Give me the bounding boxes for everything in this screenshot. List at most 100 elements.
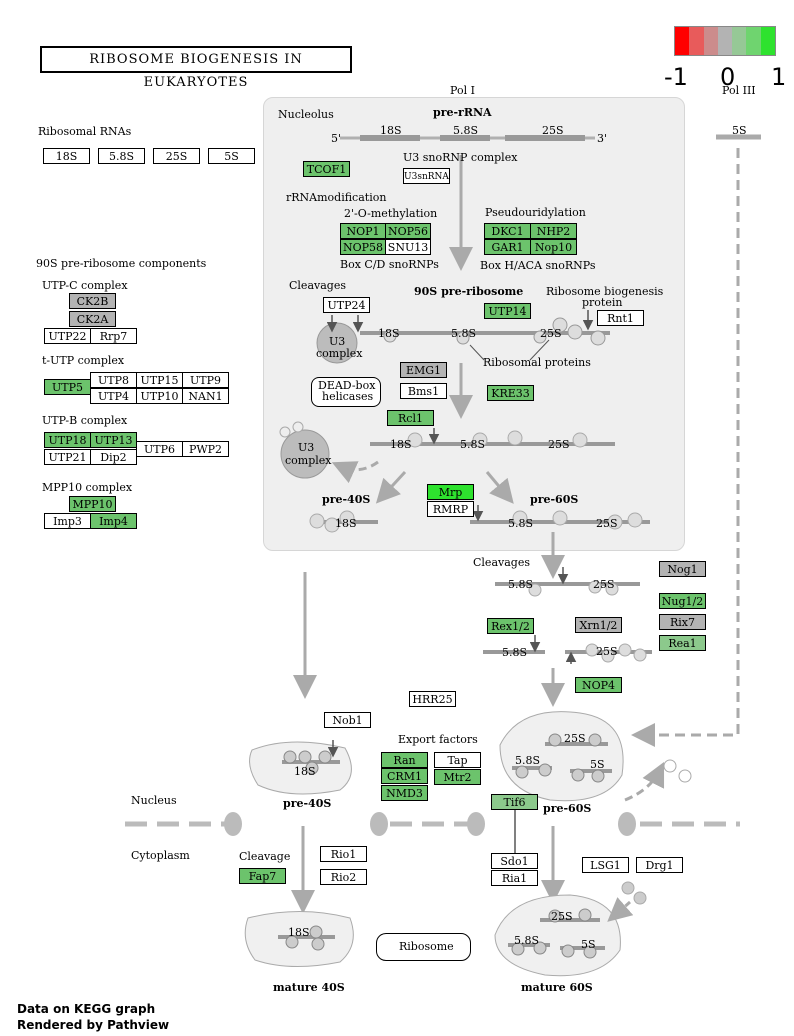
pre-rrna-3-end: 3' [597, 132, 608, 145]
xrn-strand-25s: 25S [596, 645, 618, 658]
gene-lsg1[interactable]: LSG1 [582, 857, 629, 873]
gene-utp15[interactable]: UTP15 [136, 372, 183, 388]
gene-nmd3[interactable]: NMD3 [381, 785, 428, 801]
gene-rrp7[interactable]: Rrp7 [90, 328, 137, 344]
utp-b-label: UTP-B complex [42, 414, 128, 427]
export-pre60s-label: pre-60S [543, 802, 592, 815]
gene-mpp10[interactable]: MPP10 [69, 496, 116, 512]
gene-nan1[interactable]: NAN1 [182, 388, 229, 404]
gene-nop10[interactable]: Nop10 [530, 239, 577, 255]
gene-ck2a[interactable]: CK2A [69, 311, 116, 327]
ribosome-node[interactable] [376, 933, 471, 961]
strand2-25s: 25S [548, 438, 570, 451]
mpp10-label: MPP10 complex [42, 481, 133, 494]
gene-emg1[interactable]: EMG1 [400, 362, 447, 378]
gene-utp6[interactable]: UTP6 [136, 441, 183, 457]
gene-bms1[interactable]: Bms1 [400, 383, 447, 399]
gene-rix7[interactable]: Rix7 [659, 614, 706, 630]
gene-ran[interactable]: Ran [381, 752, 428, 768]
gene-hrr25[interactable]: HRR25 [409, 691, 456, 707]
pre60s-blob-25s: 25S [564, 732, 586, 745]
gene-tcof1[interactable]: TCOF1 [303, 161, 350, 177]
gene-nop58[interactable]: NOP58 [340, 239, 386, 255]
gene-kre33[interactable]: KRE33 [487, 385, 534, 401]
gene-utp14[interactable]: UTP14 [484, 303, 531, 319]
gene-tap[interactable]: Tap [434, 752, 481, 768]
pre40s-blob-18s: 18S [294, 765, 316, 778]
rex-strand-5-8s: 5.8S [502, 646, 528, 659]
gene-xrn1-2[interactable]: Xrn1/2 [575, 617, 622, 633]
gene-rnt1[interactable]: Rnt1 [597, 310, 644, 326]
gene-utp22[interactable]: UTP22 [44, 328, 91, 344]
u3-complex-label: U3 [329, 335, 346, 348]
nucleolus-pre60s-label: pre-60S [530, 493, 579, 506]
gene-nop1[interactable]: NOP1 [340, 223, 386, 239]
u3-complex-2-label: U3 [298, 441, 315, 454]
pre-rrna-5-end: 5' [331, 132, 342, 145]
gene-rmrp[interactable]: RMRP [427, 501, 474, 517]
gene-dip2[interactable]: Dip2 [90, 449, 137, 465]
gene-nob1[interactable]: Nob1 [324, 712, 371, 728]
gene-rcl1[interactable]: Rcl1 [387, 410, 434, 426]
legend-swatch [703, 27, 718, 55]
gene-utp24[interactable]: UTP24 [323, 297, 370, 313]
rrna-modification-label: rRNAmodification [286, 191, 387, 204]
u3-complex-label-2: complex [316, 347, 363, 360]
gene-utp5[interactable]: UTP5 [44, 379, 91, 395]
gene-utp21[interactable]: UTP21 [44, 449, 91, 465]
gene-nop56[interactable]: NOP56 [385, 223, 431, 239]
pre40s-strand-18s: 18S [335, 517, 357, 530]
legend-mid: 0 [720, 63, 736, 91]
strand-5-8s: 5.8S [451, 327, 477, 340]
gene-nug1-2[interactable]: Nug1/2 [659, 593, 706, 609]
pre-rrna-label: pre-rRNA [433, 106, 492, 119]
methylation-label: 2'-O-methylation [344, 207, 438, 220]
gene-sdo1[interactable]: Sdo1 [491, 853, 538, 869]
gene-drg1[interactable]: Drg1 [636, 857, 683, 873]
legend-min: -1 [664, 63, 688, 91]
gene-mtr2[interactable]: Mtr2 [434, 769, 481, 785]
gene-dkc1[interactable]: DKC1 [484, 223, 531, 239]
cleavage-label: Cleavage [239, 850, 291, 863]
gene-u3snrna[interactable]: U3snRNA [403, 168, 450, 184]
gene-utp13[interactable]: UTP13 [90, 432, 137, 448]
gene-nop4[interactable]: NOP4 [575, 677, 622, 693]
gene-fap7[interactable]: Fap7 [239, 868, 286, 884]
gene-mrp[interactable]: Mrp [427, 484, 474, 500]
legend-swatch [675, 27, 690, 55]
pre-rrna-18s: 18S [380, 124, 402, 137]
gene-imp3[interactable]: Imp3 [44, 513, 91, 529]
gene-gar1[interactable]: GAR1 [484, 239, 531, 255]
u3-complex-2-label-2: complex [285, 454, 332, 467]
deadbox-helicases [311, 377, 381, 407]
gene-utp4[interactable]: UTP4 [90, 388, 137, 404]
gene-rex1-2[interactable]: Rex1/2 [487, 618, 534, 634]
utp-c-label: UTP-C complex [42, 279, 128, 292]
gene-ria1[interactable]: Ria1 [491, 870, 538, 886]
gene-ck2b[interactable]: CK2B [69, 293, 116, 309]
gene-utp18[interactable]: UTP18 [44, 432, 91, 448]
gene-crm1[interactable]: CRM1 [381, 768, 428, 784]
gene-utp8[interactable]: UTP8 [90, 372, 137, 388]
gene-rio2[interactable]: Rio2 [320, 869, 367, 885]
gene-nhp2[interactable]: NHP2 [530, 223, 577, 239]
pol3-5s-label: 5S [732, 124, 747, 137]
gene-rio1[interactable]: Rio1 [320, 846, 367, 862]
gene-imp4[interactable]: Imp4 [90, 513, 137, 529]
deadbox-label-2: helicases [322, 390, 374, 403]
gene-tif6[interactable]: Tif6 [491, 794, 538, 810]
cd-snornps-label: Box C/D snoRNPs [340, 258, 439, 271]
footer-line-1: Data on KEGG graph [17, 1002, 156, 1016]
rrna-25s[interactable]: 25S [153, 148, 200, 164]
gene-rea1[interactable]: Rea1 [659, 635, 706, 651]
gene-utp10[interactable]: UTP10 [136, 388, 183, 404]
gene-nog1[interactable]: Nog1 [659, 561, 706, 577]
pre60s-strand-5-8s: 5.8S [508, 517, 534, 530]
gene-utp9[interactable]: UTP9 [182, 372, 229, 388]
rrna-5-8s[interactable]: 5.8S [98, 148, 145, 164]
rrna-18s[interactable]: 18S [43, 148, 90, 164]
gene-snu13[interactable]: SNU13 [385, 239, 431, 255]
rrna-5s[interactable]: 5S [208, 148, 255, 164]
gene-pwp2[interactable]: PWP2 [182, 441, 229, 457]
